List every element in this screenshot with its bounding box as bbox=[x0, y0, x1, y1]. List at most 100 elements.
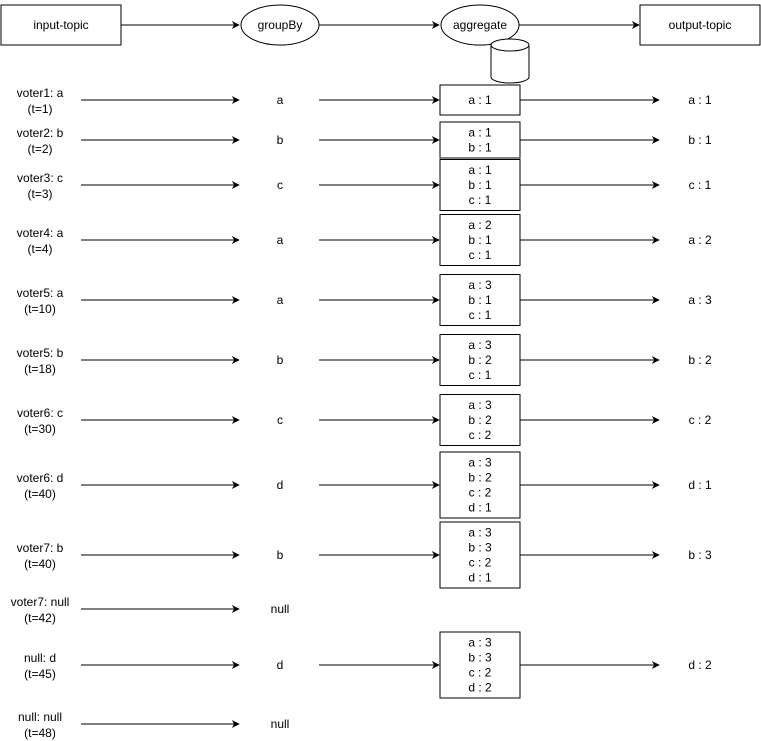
aggregate-state-entry: c : 1 bbox=[469, 308, 492, 322]
output-record-label: d : 2 bbox=[688, 658, 712, 672]
aggregate-state-entry: a : 3 bbox=[468, 526, 492, 540]
aggregate-state-entry: c : 1 bbox=[469, 248, 492, 262]
event-row: voter3: c(t=3)ca : 1b : 1c : 1c : 1 bbox=[17, 159, 712, 211]
groupby-key-label: a bbox=[277, 293, 284, 307]
output-topic-label: output-topic bbox=[669, 18, 732, 32]
input-record-label: voter2: b bbox=[17, 126, 64, 140]
aggregate-state-entry: d : 2 bbox=[468, 681, 492, 695]
aggregate-state-entry: a : 3 bbox=[468, 398, 492, 412]
input-record-time: (t=40) bbox=[24, 557, 56, 571]
input-record-time: (t=18) bbox=[24, 362, 56, 376]
input-record-label: voter3: c bbox=[17, 171, 63, 185]
event-row: voter2: b(t=2)ba : 1b : 1b : 1 bbox=[17, 121, 712, 159]
groupby-label: groupBy bbox=[258, 18, 303, 32]
aggregate-state-entry: c : 1 bbox=[469, 368, 492, 382]
groupby-key-label: a bbox=[277, 233, 284, 247]
input-record-time: (t=30) bbox=[24, 422, 56, 436]
header-pipeline: input-topic groupBy aggregate output-top… bbox=[0, 4, 761, 84]
event-row: voter6: c(t=30)ca : 3b : 2c : 2c : 2 bbox=[17, 394, 712, 446]
aggregate-state-entry: b : 2 bbox=[468, 413, 492, 427]
aggregate-state-entry: b : 2 bbox=[468, 353, 492, 367]
aggregate-state-entry: a : 1 bbox=[468, 126, 492, 140]
aggregate-state-entry: a : 3 bbox=[468, 456, 492, 470]
aggregate-state-box bbox=[439, 214, 521, 266]
output-topic-box bbox=[639, 4, 761, 46]
aggregate-state-entry: b : 1 bbox=[468, 293, 492, 307]
input-record-time: (t=10) bbox=[24, 302, 56, 316]
input-record-label: voter6: c bbox=[17, 406, 63, 420]
aggregate-state-box bbox=[439, 631, 521, 699]
input-record-label: voter4: a bbox=[17, 226, 64, 240]
aggregate-state-entry: c : 2 bbox=[469, 486, 492, 500]
groupby-key-label: b bbox=[277, 133, 284, 147]
aggregate-state-entry: c : 2 bbox=[469, 428, 492, 442]
output-record-label: a : 3 bbox=[688, 293, 712, 307]
aggregate-state-box bbox=[439, 274, 521, 326]
input-record-time: (t=3) bbox=[27, 187, 52, 201]
output-record-label: b : 3 bbox=[688, 548, 712, 562]
event-row: voter4: a(t=4)aa : 2b : 1c : 1a : 2 bbox=[17, 214, 712, 266]
aggregate-state-entry: c : 2 bbox=[469, 666, 492, 680]
aggregate-label: aggregate bbox=[453, 18, 507, 32]
groupby-key-label: d bbox=[277, 478, 284, 492]
input-topic-label: input-topic bbox=[33, 18, 88, 32]
aggregate-state-entry: d : 1 bbox=[468, 571, 492, 585]
event-row: voter7: b(t=40)ba : 3b : 3c : 2d : 1b : … bbox=[17, 521, 712, 589]
aggregate-state-entry: b : 1 bbox=[468, 141, 492, 155]
output-record-label: a : 2 bbox=[688, 233, 712, 247]
groupby-key-label: d bbox=[277, 658, 284, 672]
aggregate-state-entry: c : 2 bbox=[469, 556, 492, 570]
groupby-key-label: null bbox=[271, 717, 290, 731]
aggregate-state-entry: a : 3 bbox=[468, 338, 492, 352]
event-row: voter7: null(t=42)null bbox=[11, 595, 290, 625]
aggregate-state-entry: a : 1 bbox=[468, 93, 492, 107]
groupby-key-label: b bbox=[277, 353, 284, 367]
input-record-time: (t=1) bbox=[27, 102, 52, 116]
groupby-key-label: c bbox=[277, 178, 283, 192]
aggregate-state-entry: a : 2 bbox=[468, 218, 492, 232]
groupby-key-label: c bbox=[277, 413, 283, 427]
aggregate-state-box bbox=[439, 394, 521, 446]
input-record-time: (t=40) bbox=[24, 487, 56, 501]
aggregate-state-entry: a : 3 bbox=[468, 636, 492, 650]
input-record-label: voter5: b bbox=[17, 346, 64, 360]
input-record-label: voter6: d bbox=[17, 471, 64, 485]
input-record-time: (t=45) bbox=[24, 667, 56, 681]
input-record-label: voter7: b bbox=[17, 541, 64, 555]
event-row: voter5: a(t=10)aa : 3b : 1c : 1a : 3 bbox=[17, 274, 712, 326]
aggregate-state-entry: b : 3 bbox=[468, 651, 492, 665]
input-record-time: (t=4) bbox=[27, 242, 52, 256]
aggregate-state-entry: c : 1 bbox=[469, 193, 492, 207]
event-row: voter5: b(t=18)ba : 3b : 2c : 1b : 2 bbox=[17, 334, 712, 386]
event-row: null: d(t=45)da : 3b : 3c : 2d : 2d : 2 bbox=[24, 631, 712, 699]
input-record-label: voter7: null bbox=[11, 595, 70, 609]
output-record-label: d : 1 bbox=[688, 478, 712, 492]
event-row: voter6: d(t=40)da : 3b : 2c : 2d : 1d : … bbox=[17, 451, 712, 519]
output-record-label: b : 1 bbox=[688, 133, 712, 147]
aggregate-state-entry: b : 3 bbox=[468, 541, 492, 555]
input-record-label: null: d bbox=[24, 651, 56, 665]
input-record-label: null: null bbox=[18, 710, 62, 724]
aggregate-state-box bbox=[439, 334, 521, 386]
aggregate-state-entry: b : 2 bbox=[468, 471, 492, 485]
input-record-time: (t=42) bbox=[24, 611, 56, 625]
input-topic-box bbox=[0, 4, 122, 46]
aggregate-state-entry: a : 3 bbox=[468, 278, 492, 292]
state-store-icon bbox=[490, 38, 530, 84]
aggregate-state-entry: d : 1 bbox=[468, 501, 492, 515]
aggregate-state-box bbox=[439, 521, 521, 589]
aggregate-state-entry: b : 1 bbox=[468, 178, 492, 192]
output-record-label: c : 1 bbox=[689, 178, 712, 192]
input-record-label: voter5: a bbox=[17, 286, 64, 300]
output-record-label: c : 2 bbox=[689, 413, 712, 427]
aggregate-state-entry: b : 1 bbox=[468, 233, 492, 247]
groupby-key-label: a bbox=[277, 93, 284, 107]
input-record-label: voter1: a bbox=[17, 86, 64, 100]
aggregate-state-entry: a : 1 bbox=[468, 163, 492, 177]
input-record-time: (t=48) bbox=[24, 726, 56, 740]
groupby-key-label: b bbox=[277, 548, 284, 562]
event-row: null: null (t=48) null bbox=[18, 710, 289, 740]
